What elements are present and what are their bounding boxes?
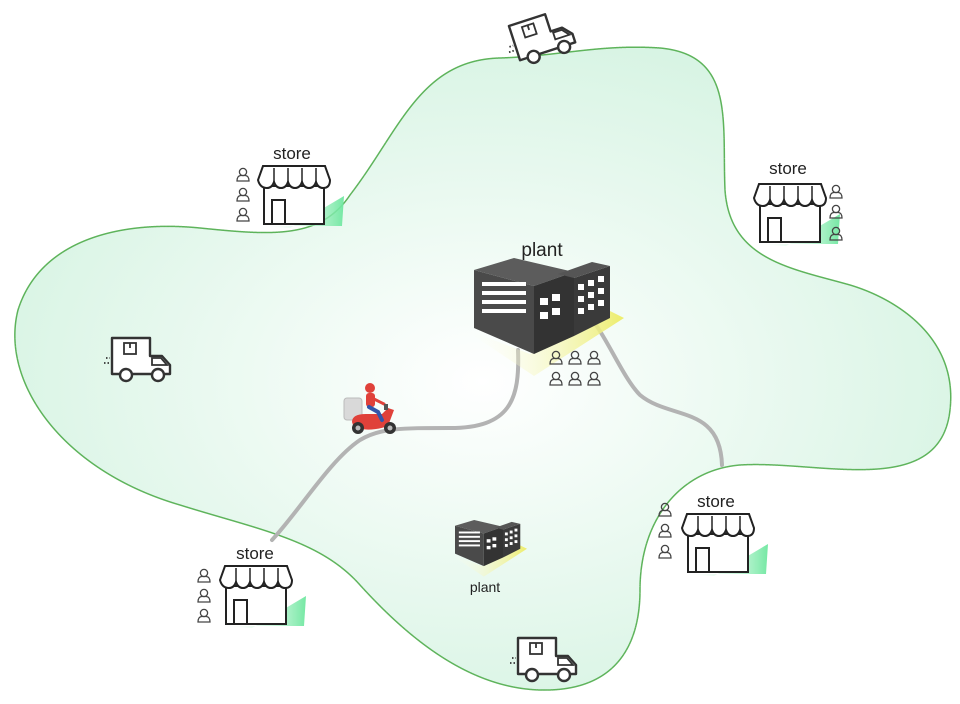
main-plant-label: plant (521, 240, 563, 261)
service-region-area (14, 46, 952, 691)
person-icon (829, 204, 843, 219)
person-icon (236, 207, 250, 222)
main-plant: plant (462, 240, 624, 386)
person-icon (658, 544, 672, 559)
route-plant-to-store (594, 323, 724, 467)
person-icon (197, 608, 211, 623)
secondary-plant-label: plant (470, 579, 500, 595)
store-label: store (236, 544, 274, 563)
storefront-icon (753, 183, 841, 247)
store-bottom-right: store (658, 492, 769, 577)
person-icon (236, 187, 250, 202)
store-top-right: store (753, 159, 843, 247)
storefront-icon (257, 165, 345, 229)
storefront-icon (219, 565, 307, 629)
person-icon (658, 523, 672, 538)
person-icon (197, 588, 211, 603)
store-bottom-left: store (197, 544, 307, 629)
store-label: store (769, 159, 807, 178)
delivery-scooter-icon (343, 383, 396, 434)
person-icon (829, 184, 843, 199)
store-label: store (273, 144, 311, 163)
storefront-icon (681, 513, 769, 577)
store-label: store (697, 492, 735, 511)
secondary-plant: plant (449, 520, 527, 595)
store-top-left: store (236, 144, 345, 229)
person-icon (197, 568, 211, 583)
person-icon (236, 167, 250, 182)
